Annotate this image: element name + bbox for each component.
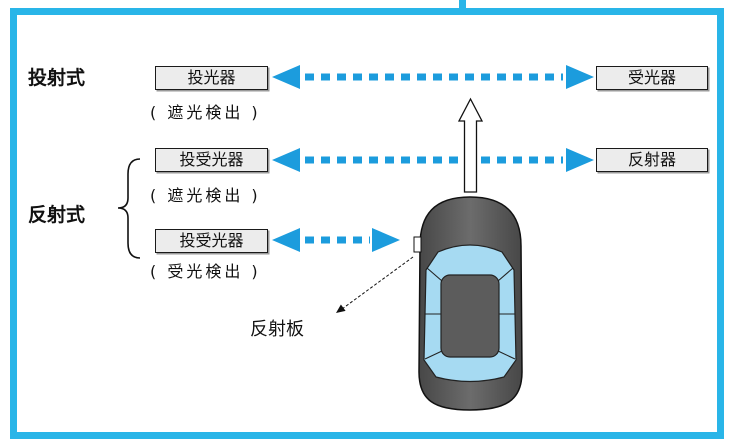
detection-mode-row1: ( 遮光検出 ) [150,103,261,122]
beam-arrowhead-left [272,65,300,89]
frame-connector-stub [459,0,466,12]
emitter-box-row3: 投受光器 [155,229,268,253]
car-pillar [424,350,443,360]
beam-arrow-row2 [272,148,594,172]
reflector-plate [413,236,422,253]
detection-mode-row2: ( 遮光検出 ) [150,186,261,205]
reflector-leader-line [341,256,414,310]
car-pillar [497,267,514,282]
through-beam-label: 投射式 [28,67,86,89]
reflective-brace [117,158,141,259]
receiver-box-row1: 受光器 [596,66,708,90]
beam-arrowhead-left [272,148,300,172]
beam-arrowhead-right [566,65,594,89]
emitter-box-row1: 投光器 [155,66,268,90]
frame-border [10,8,724,439]
reflector-leader-arrowhead [336,304,346,313]
car-pillar [497,350,516,360]
beam-arrowhead-left [272,228,300,252]
emitter-box-row2: 投受光器 [155,148,268,172]
beam-arrowhead-right [372,228,400,252]
reflector-plate-label: 反射板 [250,319,304,340]
beam-arrow-row1 [272,65,594,89]
car-roof [440,274,500,358]
beam-arrowhead-right [566,148,594,172]
car-icon [418,196,523,411]
beam-arrow-row3 [272,228,400,252]
detection-mode-row3: ( 受光検出 ) [150,262,261,281]
up-arrow-icon [457,97,484,193]
reflective-label: 反射式 [28,204,86,226]
receiver-box-row2: 反射器 [596,148,708,172]
car-pillar [426,267,443,282]
